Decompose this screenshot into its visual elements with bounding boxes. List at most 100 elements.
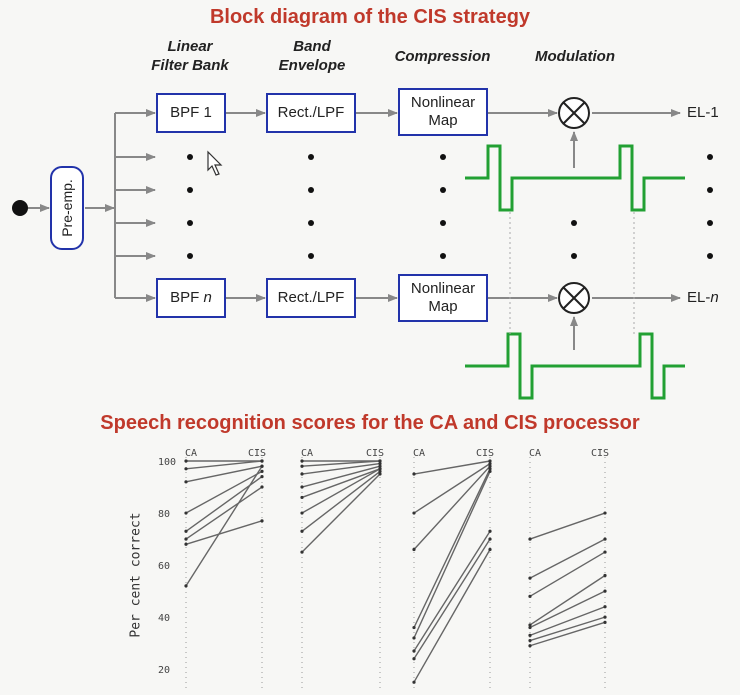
stage-label-compression: Compression [394, 48, 491, 65]
y-tick-label: 40 [158, 613, 170, 624]
y-tick-label: 80 [158, 509, 170, 520]
series-line [529, 616, 606, 642]
data-point [378, 462, 382, 466]
rect-lpf-1-block: Rect./LPF [266, 93, 356, 133]
multiplier-n-icon [558, 282, 590, 314]
data-point [412, 680, 416, 684]
data-point [488, 459, 492, 463]
category-label: CA [185, 448, 197, 459]
mouse-cursor-icon [207, 150, 223, 176]
series-line [185, 460, 263, 470]
data-point [603, 620, 607, 624]
data-point [488, 469, 492, 474]
data-point [488, 467, 492, 471]
series-line [529, 574, 606, 626]
electrode-n-label: EL-n [687, 289, 719, 306]
series-line [301, 465, 381, 488]
nonlinear-map-n-block: Nonlinear Map [398, 274, 488, 322]
category-label: CA [301, 448, 313, 459]
series-line [301, 473, 381, 553]
multiplier-1-icon [558, 97, 590, 129]
series-line [413, 538, 491, 660]
bpf-n-index: n [203, 289, 212, 306]
data-point [412, 547, 416, 552]
data-point [488, 462, 492, 466]
series-line [185, 486, 263, 540]
data-point [488, 529, 492, 533]
data-point [184, 529, 188, 533]
data-point [378, 467, 382, 471]
data-point [412, 649, 416, 653]
data-point [184, 584, 188, 588]
electrode-1-label: EL-1 [687, 104, 719, 121]
series-line [413, 468, 491, 628]
data-point [603, 511, 607, 515]
data-point [528, 633, 532, 637]
data-point [300, 464, 304, 468]
y-tick-label: 100 [158, 457, 176, 468]
data-point [184, 467, 188, 471]
bpf-1-block: BPF 1 [156, 93, 226, 133]
stage-label-band-envelope: Band Envelope [278, 38, 346, 74]
series-line [185, 520, 263, 545]
series-line [413, 549, 491, 683]
series-line [529, 551, 606, 597]
data-point [412, 657, 416, 661]
data-point [300, 485, 304, 489]
rect-lpf-n-block: Rect./LPF [266, 278, 356, 318]
electrode-n-prefix: EL- [687, 289, 711, 306]
data-point [260, 485, 264, 489]
series-line [413, 463, 491, 514]
data-point [300, 459, 304, 463]
data-point [184, 537, 188, 541]
series-line [529, 512, 606, 540]
data-point [300, 550, 304, 554]
chart-title: Speech recognition scores for the CA and… [100, 412, 640, 434]
series-line [301, 470, 381, 532]
data-point [412, 511, 416, 515]
electrode-n-index: n [710, 289, 719, 306]
category-label: CIS [476, 448, 494, 459]
series-line [529, 538, 606, 579]
series-line [301, 462, 381, 475]
series-line [413, 465, 491, 550]
stage-label-modulation: Modulation [535, 48, 615, 65]
data-point [528, 623, 532, 627]
data-point [260, 519, 264, 523]
data-point [603, 537, 607, 541]
data-point [603, 605, 607, 609]
data-point [378, 459, 382, 463]
data-point [300, 495, 304, 500]
input-dot [12, 200, 28, 216]
category-label: CIS [248, 448, 266, 459]
data-point [378, 469, 382, 474]
data-point [528, 644, 532, 648]
data-point [603, 550, 607, 554]
data-point [528, 594, 532, 598]
data-point [300, 529, 304, 533]
series-line [185, 465, 263, 587]
category-label: CIS [591, 448, 609, 459]
category-label: CA [529, 448, 541, 459]
data-point [488, 537, 492, 541]
series-line [301, 468, 381, 499]
series-line [301, 460, 381, 467]
data-point [184, 459, 188, 463]
data-point [260, 464, 264, 468]
series-line [413, 471, 491, 639]
data-point [412, 625, 416, 630]
series-line [529, 590, 606, 629]
data-point [603, 573, 607, 578]
stage-label-filter-bank: Linear Filter Bank [151, 38, 229, 74]
category-label: CA [413, 448, 425, 459]
diagram-title: Block diagram of the CIS strategy [209, 6, 531, 28]
ellipsis-dots [187, 154, 713, 259]
pre-emphasis-block: Pre-emp. [50, 166, 84, 250]
series-line [185, 470, 263, 514]
pulse-train-1 [465, 144, 685, 212]
data-point [300, 472, 304, 476]
data-point [378, 464, 382, 468]
series-line [413, 460, 491, 475]
